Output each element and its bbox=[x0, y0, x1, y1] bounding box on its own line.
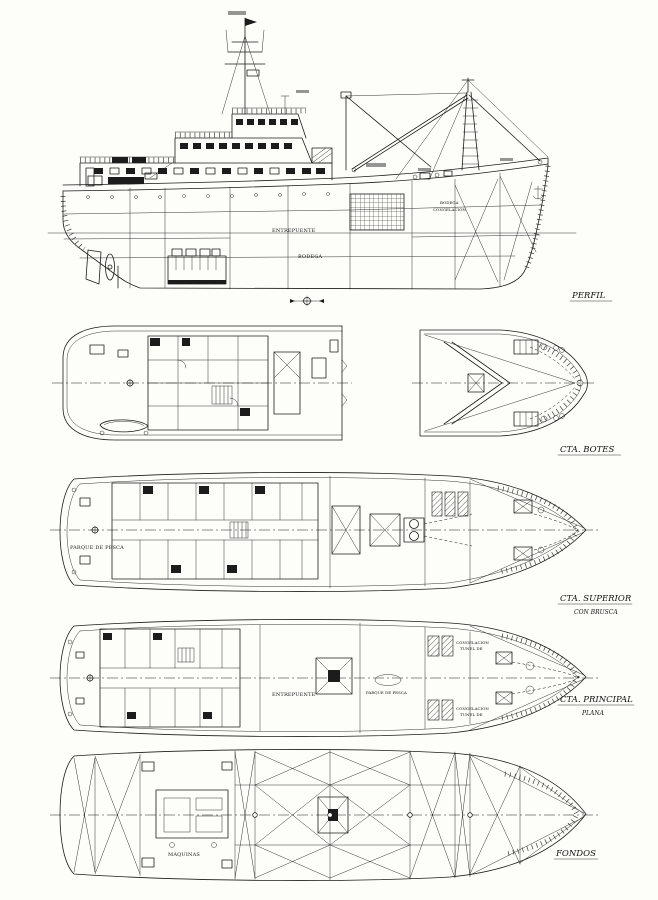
wheelhouse bbox=[174, 107, 307, 139]
label-tunel-sup: TUNEL DE bbox=[460, 646, 483, 651]
propeller bbox=[105, 253, 115, 281]
deck-gear bbox=[87, 162, 453, 186]
stairs bbox=[177, 647, 195, 663]
tweendeck-hatch bbox=[315, 657, 353, 695]
label-maquinas: MAQUINAS bbox=[168, 852, 200, 858]
bottom-plan: MAQUINAS FONDOS bbox=[50, 749, 600, 881]
label-congelacion-inf: CONGELACION bbox=[456, 706, 489, 711]
deck-equipment bbox=[89, 339, 339, 388]
machinery-casing bbox=[331, 505, 361, 555]
illegible-annotations bbox=[228, 11, 513, 171]
main-mast bbox=[221, 17, 290, 115]
lifeboat bbox=[99, 419, 149, 436]
forecastle-outline bbox=[419, 329, 588, 437]
bow-chevrons bbox=[424, 334, 576, 432]
datum-marks bbox=[252, 812, 473, 818]
bottom-hull bbox=[59, 749, 587, 881]
label-entrepuente: ENTREPUENTE bbox=[272, 228, 316, 234]
view-title-principal: CTA. PRINCIPAL bbox=[560, 695, 633, 705]
view-subtitle-superior: CON BRUSCA bbox=[574, 609, 618, 616]
boat-deck-house bbox=[147, 335, 269, 431]
stern-fittings bbox=[67, 639, 95, 717]
main-engine bbox=[141, 761, 233, 869]
view-title-superior: CTA. SUPERIOR bbox=[560, 594, 632, 604]
accommodation-block bbox=[111, 482, 319, 580]
main-deck-hull bbox=[59, 619, 587, 737]
trawl-winch bbox=[403, 513, 473, 547]
upper-deck-hull bbox=[59, 472, 587, 592]
bow-fittings bbox=[469, 625, 585, 731]
center-hatch bbox=[317, 796, 349, 834]
radar-antenna bbox=[246, 69, 260, 77]
hatch bbox=[467, 373, 485, 393]
label-parque-de-pesca: PARQUE DE PESCA bbox=[70, 545, 124, 551]
stern-gear bbox=[71, 487, 100, 575]
fish-hatch bbox=[369, 513, 401, 547]
main-deck-plan: ENTREPUENTE PARQUE DE PESCA CONGELACION … bbox=[50, 619, 635, 737]
net-store-hatch bbox=[349, 193, 405, 231]
view-title-fondos: FONDOS bbox=[555, 849, 596, 859]
stair-casing bbox=[311, 147, 333, 164]
anchor-chain bbox=[529, 346, 577, 420]
label-bodega-proa: BODEGA bbox=[440, 200, 459, 205]
label-tunel-inf: TUNEL DE bbox=[460, 712, 483, 717]
scale-symbol bbox=[289, 295, 325, 307]
freezer-tunnels bbox=[431, 491, 469, 517]
fore-gantry bbox=[351, 77, 549, 180]
hull-outline bbox=[60, 157, 551, 290]
freezer-tunnels bbox=[427, 635, 454, 721]
deckhouse-tier1 bbox=[79, 162, 333, 187]
bollards bbox=[553, 345, 584, 421]
boat-deck-plan: CTA. BOTES bbox=[52, 325, 622, 456]
profile-view: ENTREPUENTE BODEGA BODEGA CONGELACION PE… bbox=[47, 11, 613, 307]
boat-deck-outline bbox=[62, 325, 348, 441]
rudder bbox=[85, 249, 102, 285]
anchor-windlass bbox=[513, 499, 579, 561]
bulkheads bbox=[129, 172, 537, 290]
anchor-icon bbox=[532, 185, 544, 200]
portholes bbox=[86, 192, 330, 199]
view-subtitle-principal: PLANA bbox=[581, 710, 605, 717]
mooring-winches bbox=[513, 339, 548, 427]
accommodation-rooms bbox=[99, 628, 241, 728]
label-congelacion: CONGELACION bbox=[433, 207, 466, 212]
bow-camber-lines bbox=[329, 475, 585, 589]
view-title-botes: CTA. BOTES bbox=[560, 445, 614, 455]
funnel-casing bbox=[273, 351, 301, 415]
view-title-perfil: PERFIL bbox=[571, 291, 606, 301]
deck-note-ellipse bbox=[374, 674, 402, 686]
engine-room-engine bbox=[167, 248, 227, 285]
label-congelacion-sup: CONGELACION bbox=[456, 640, 489, 645]
kingpost-derrick bbox=[340, 91, 467, 171]
stairs bbox=[229, 521, 249, 539]
tank-cross-bracing bbox=[73, 751, 585, 879]
label-parque-de-pesca: PARQUE DE PESCA bbox=[366, 690, 407, 695]
main-deck-bulkheads bbox=[259, 622, 471, 734]
label-bodega: BODEGA bbox=[298, 254, 323, 260]
deckhouse-tier2 bbox=[79, 137, 313, 164]
stairs bbox=[211, 385, 233, 405]
upper-deck-plan: PARQUE DE PESCA CTA. SUPERIOR CON BRUSCA bbox=[50, 472, 633, 616]
label-entrepuente: ENTREPUENTE bbox=[272, 692, 316, 698]
